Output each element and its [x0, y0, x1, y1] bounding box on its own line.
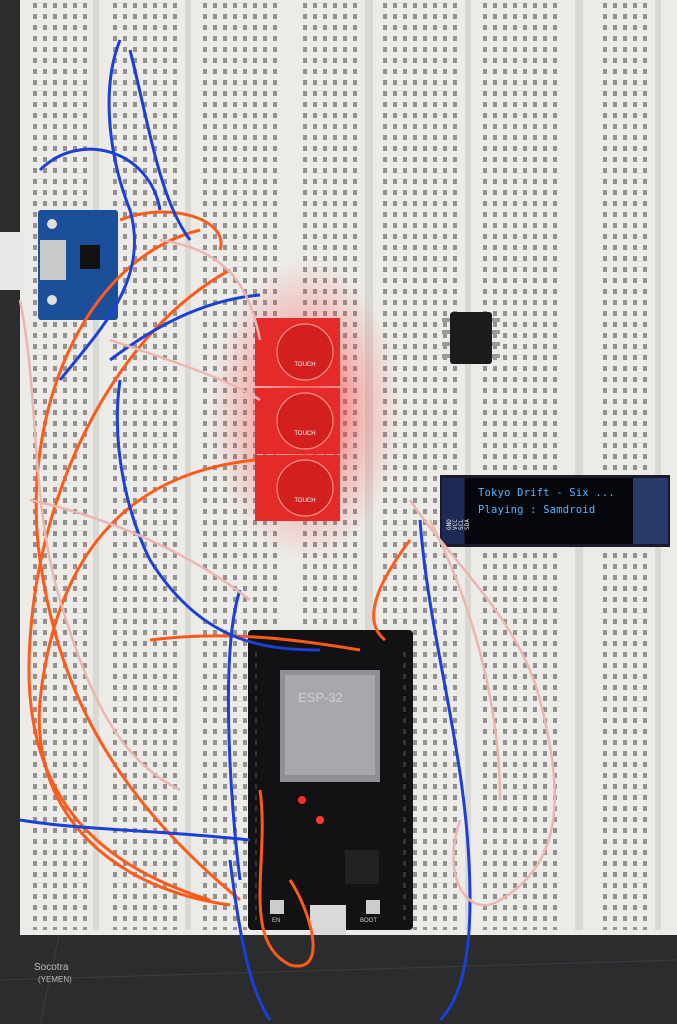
dip-chip [442, 312, 500, 364]
orange-wires [27, 210, 412, 968]
usb-cable [0, 232, 24, 290]
mat-text-1: Socotra [34, 962, 69, 973]
touch-sensor-3 [255, 455, 340, 521]
esp32-en-label: EN [272, 918, 281, 924]
oled-line-2: Playing : Samdroid [478, 504, 596, 516]
blue-wires [19, 39, 472, 1022]
touch-sensor-2 [255, 388, 340, 454]
touch-label-3: TOUCH [294, 498, 316, 504]
touch-label-1: TOUCH [294, 362, 316, 368]
touch-sensor-1 [255, 318, 340, 386]
esp32-module-text: ESP-32 [298, 690, 343, 705]
oled-display [440, 475, 670, 547]
oled-pin-sda: SDA [464, 519, 471, 530]
touch-label-2: TOUCH [294, 431, 316, 437]
pink-wires [18, 238, 556, 907]
esp32-boot-label: BOOT [360, 918, 378, 924]
usb-charger-module [38, 210, 118, 320]
esp32-board [248, 630, 413, 935]
mat-text-2: (YEMEN) [38, 975, 72, 984]
oled-line-1: Tokyo Drift - Six ... [478, 487, 615, 499]
breadboard [20, 0, 677, 935]
